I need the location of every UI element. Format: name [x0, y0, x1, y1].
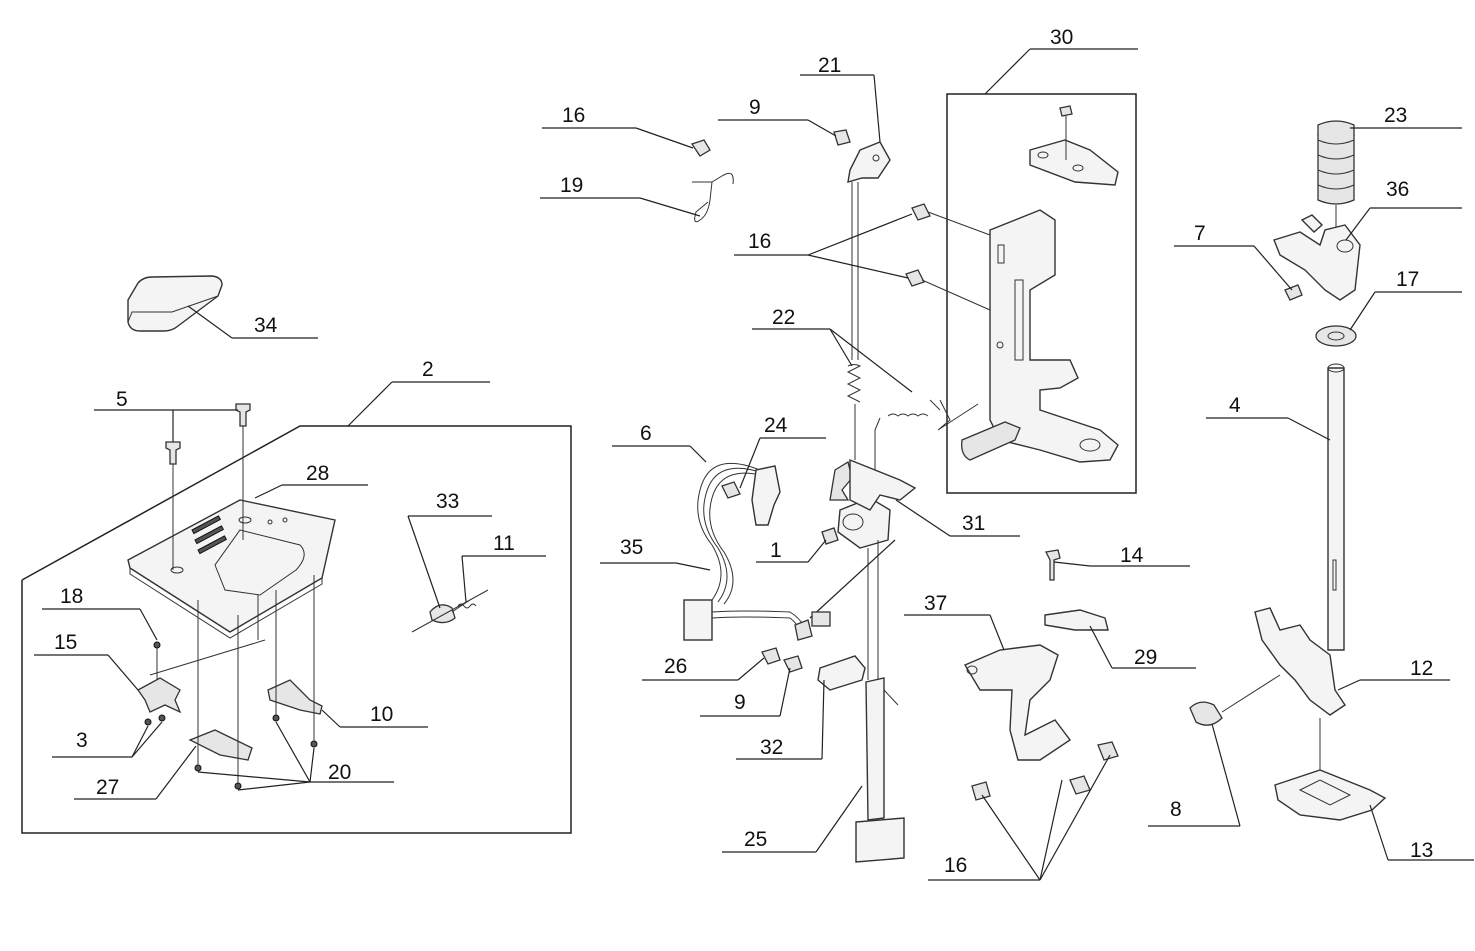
callout-30: 30 [1050, 26, 1073, 49]
needle-plate-part [127, 499, 336, 639]
spring-33-part [411, 589, 489, 633]
callout-9-top: 9 [749, 96, 761, 119]
cover-cap-part [127, 275, 318, 339]
callout-11: 11 [493, 532, 515, 555]
callout-12: 12 [1410, 657, 1433, 680]
callout-35: 35 [620, 536, 643, 559]
callout-14: 14 [1120, 544, 1144, 567]
switch-31-part [756, 458, 1020, 680]
callout-28: 28 [306, 462, 329, 485]
callout-32: 32 [760, 736, 783, 759]
harness-6-35-part [600, 437, 826, 641]
callout-33: 33 [436, 490, 459, 513]
callout-15: 15 [54, 631, 77, 654]
bracket-assembly-box [946, 48, 1138, 494]
callout-13: 13 [1410, 839, 1433, 862]
callout-16-mid: 16 [748, 230, 771, 253]
callout-18: 18 [60, 585, 83, 608]
callout-6: 6 [640, 422, 652, 445]
callout-21: 21 [818, 54, 841, 77]
bracket-30-part [961, 105, 1119, 463]
callout-25: 25 [744, 828, 767, 851]
presser-bar-assembly [1189, 120, 1387, 821]
screws-16-mid-part [734, 203, 991, 311]
callout-23: 23 [1384, 104, 1407, 127]
screw-16-top-part [542, 127, 711, 157]
callout-17: 17 [1396, 268, 1419, 291]
lever-21-part [718, 74, 891, 360]
callout-3: 3 [76, 729, 88, 752]
callout-1: 1 [770, 539, 782, 562]
callout-2: 2 [422, 358, 434, 381]
callout-9-bottom: 9 [734, 691, 746, 714]
needle-plate-group-box [21, 381, 572, 834]
rod-25-part [722, 677, 905, 863]
callout-36: 36 [1386, 178, 1409, 201]
callout-24: 24 [764, 414, 788, 437]
callout-22: 22 [772, 306, 795, 329]
callout-29: 29 [1134, 646, 1157, 669]
bracket-37-29-part [904, 549, 1196, 881]
callout-8: 8 [1170, 798, 1182, 821]
callout-labels: 34 2 5 28 33 11 18 15 10 3 20 27 16 19 2… [54, 26, 1433, 877]
callout-20: 20 [328, 761, 351, 784]
spring-19-part [540, 172, 734, 223]
callout-31: 31 [962, 512, 985, 535]
right-leaders [1148, 127, 1474, 861]
callout-16-bottom: 16 [944, 854, 967, 877]
callout-34: 34 [254, 314, 278, 337]
callout-26: 26 [664, 655, 687, 678]
callout-7: 7 [1194, 222, 1206, 245]
feed-bracket-parts [137, 575, 323, 790]
screw-5-parts [94, 403, 251, 570]
left-leaders [34, 484, 546, 800]
callout-37: 37 [924, 592, 947, 615]
callout-5: 5 [116, 388, 128, 411]
screws-9-26-32-part [642, 647, 866, 760]
callout-27: 27 [96, 776, 119, 799]
callout-10: 10 [370, 703, 393, 726]
callout-16-top: 16 [562, 104, 585, 127]
callout-4: 4 [1229, 394, 1241, 417]
callout-19: 19 [560, 174, 583, 197]
